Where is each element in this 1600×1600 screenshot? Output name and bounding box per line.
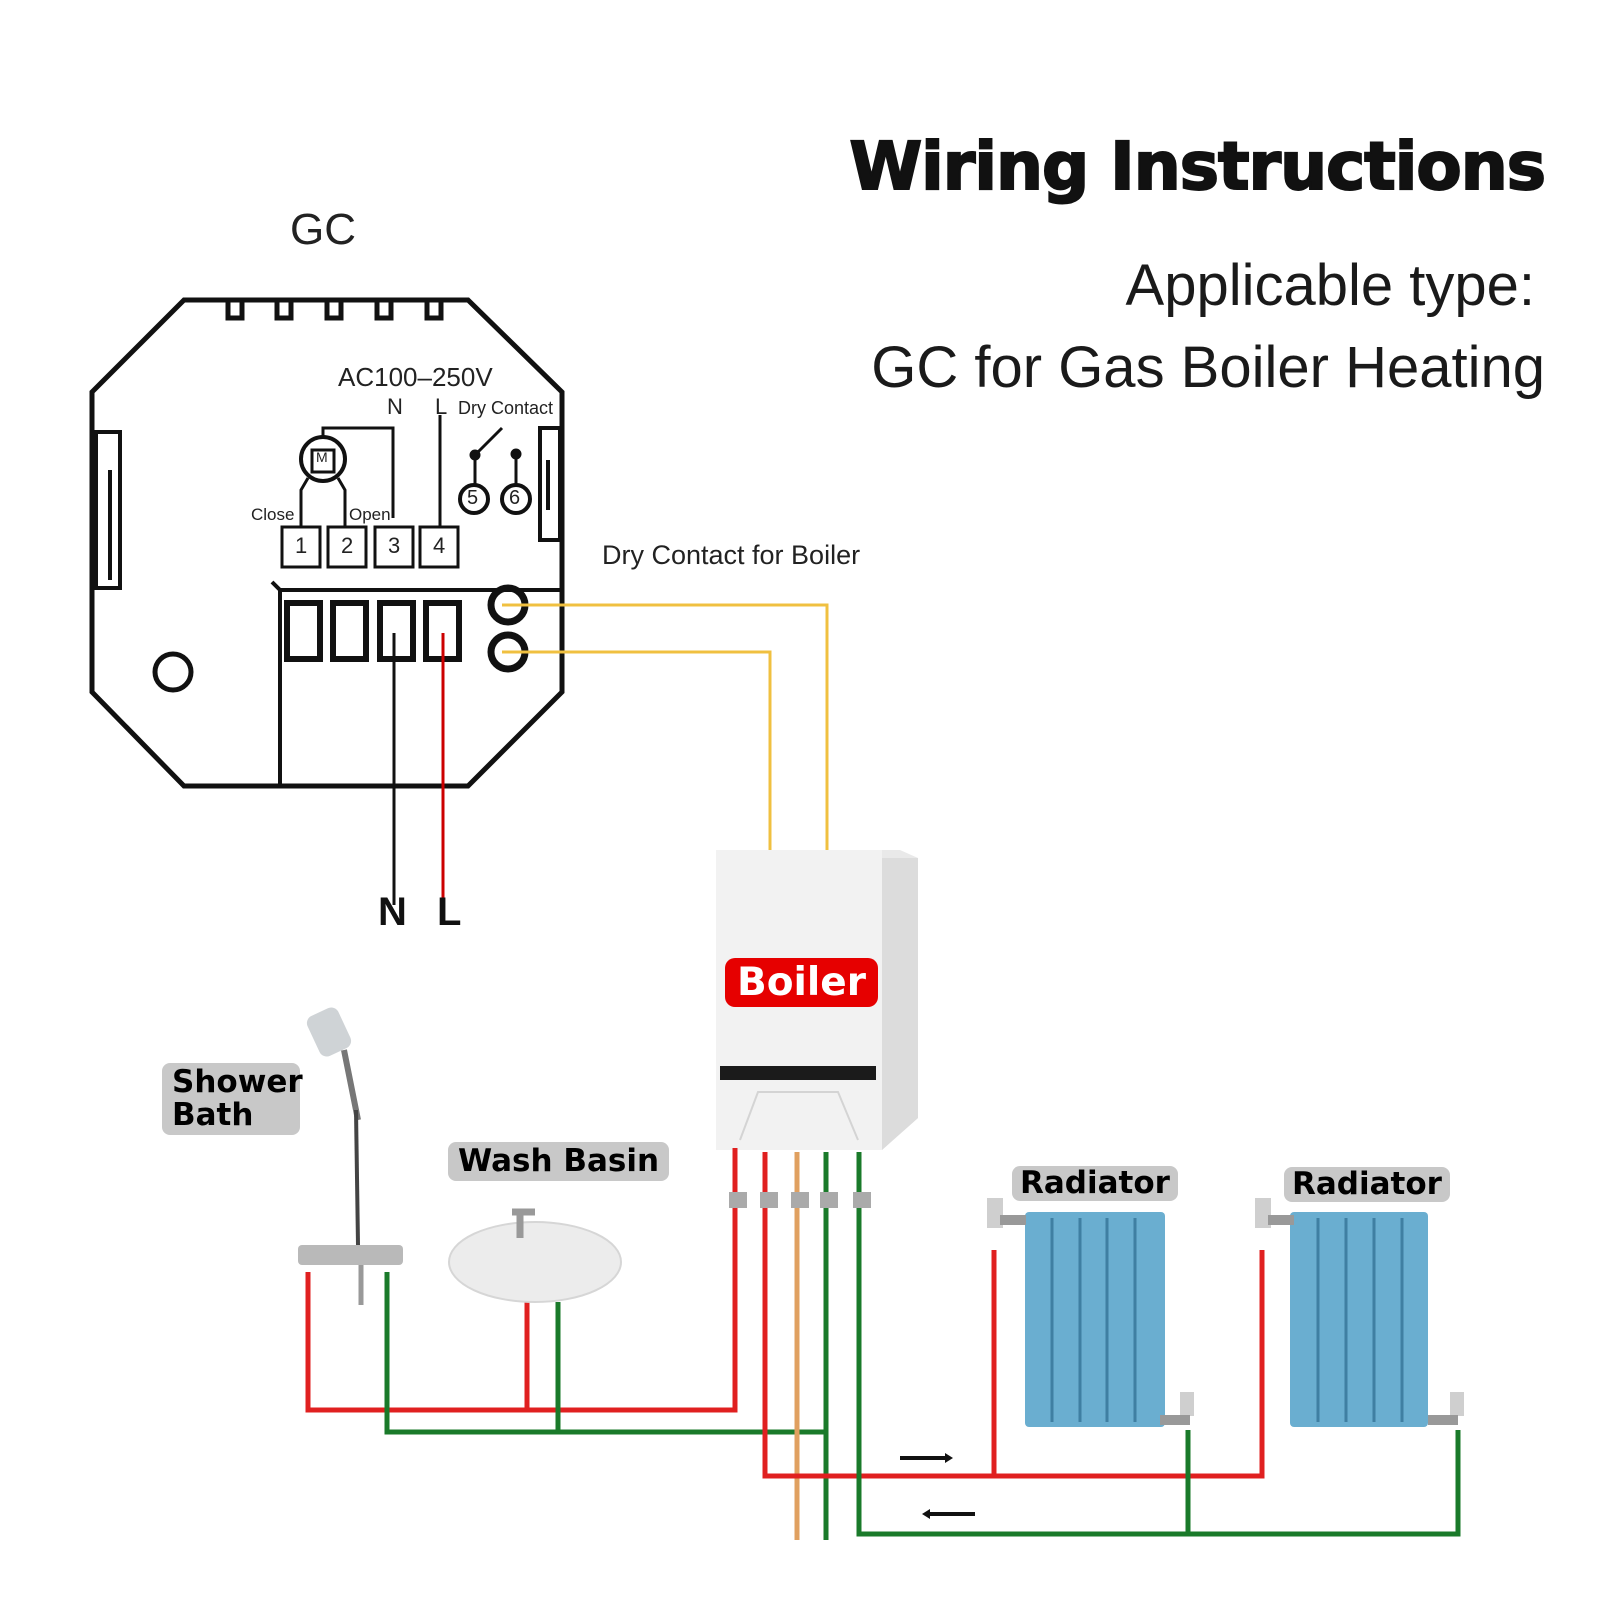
shower-bath-label: Shower Bath: [162, 1063, 303, 1135]
page-title: Wiring Instructions: [848, 127, 1547, 206]
radiator-2-label: Radiator: [1284, 1167, 1450, 1202]
wash-basin-fixture: [448, 1208, 622, 1303]
flow-arrows: [900, 1453, 975, 1519]
dry-contact-wire-1: [502, 603, 829, 852]
boiler-label: Boiler: [725, 958, 878, 1007]
shower-label-line2: Bath: [172, 1097, 254, 1133]
terminal-schematic: [280, 415, 532, 569]
power-live-label: L: [437, 890, 462, 934]
shower-fixture: [298, 1007, 403, 1305]
dry-contact-wire-2: [502, 650, 772, 852]
shower-label-line1: Shower: [172, 1064, 303, 1100]
radiator-2: [1255, 1198, 1464, 1427]
applicable-type-value: GC for Gas Boiler Heating: [871, 335, 1545, 400]
hot-water-pipe: [305, 1148, 738, 1413]
applicable-type-label: Applicable type:: [1125, 253, 1535, 318]
power-wires: [392, 633, 445, 905]
heating-return-pipe: [856, 1152, 1461, 1537]
power-neutral-label: N: [378, 890, 407, 934]
cold-water-pipe: [384, 1152, 829, 1435]
pipes: [305, 1148, 1461, 1540]
heating-flow-pipe: [762, 1152, 1265, 1479]
dry-contact-wires: [502, 603, 829, 852]
model-label: GC: [290, 205, 356, 254]
radiator-1-label: Radiator: [1012, 1166, 1178, 1201]
radiator-1: [987, 1198, 1194, 1427]
wash-basin-label: Wash Basin: [448, 1142, 670, 1181]
dry-contact-boiler-label: Dry Contact for Boiler: [602, 540, 861, 570]
